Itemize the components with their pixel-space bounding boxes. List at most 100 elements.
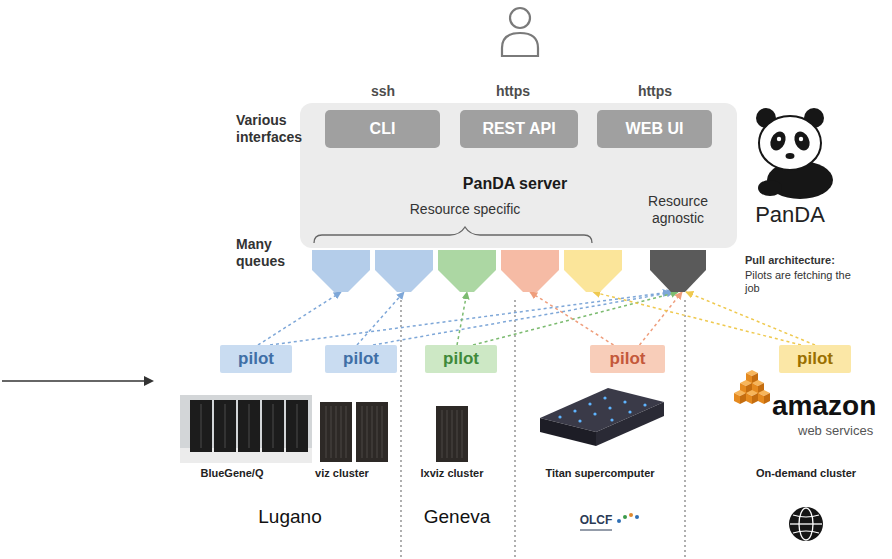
- blade-light: [558, 415, 561, 418]
- aws-cubes: [734, 370, 770, 404]
- globe-equator: [790, 523, 822, 524]
- label-slot: Pilots are fetching the job: [745, 269, 860, 295]
- region-title: PanDA server: [405, 174, 625, 193]
- label-slot: lxviz cluster: [410, 467, 494, 480]
- logo-text: OLCF: [566, 513, 626, 527]
- server-region: CLIREST APIWEB UIPanDA serverResource sp…: [300, 103, 737, 292]
- panda-paw: [758, 180, 782, 196]
- protocol-label: https: [478, 83, 548, 100]
- panda-logo: [756, 108, 833, 199]
- label-slot: viz cluster: [300, 467, 384, 480]
- logo-dot: [629, 513, 633, 517]
- pilot-box: pilot: [325, 345, 397, 373]
- cube-right: [752, 393, 758, 404]
- queue-label: Resource agnostic: [636, 193, 720, 227]
- cube-right: [740, 393, 746, 404]
- cube-right: [764, 393, 770, 404]
- logo-dot: [623, 515, 627, 519]
- label-slot: PanDA: [740, 202, 840, 228]
- side-label: Many queues: [236, 236, 296, 270]
- site-separators: [401, 300, 685, 559]
- pilot-box: pilot: [220, 345, 292, 373]
- protocol-label: https: [620, 83, 690, 100]
- note-text: Pilots are fetching the job: [745, 269, 860, 295]
- viz-cluster-racks: [320, 402, 388, 462]
- box-label: pilot: [238, 349, 274, 369]
- resource-caption: lxviz cluster: [410, 467, 494, 480]
- logo-text: amazon: [772, 389, 884, 423]
- protocol-label: ssh: [353, 83, 413, 100]
- titan-blade: [540, 388, 664, 446]
- job-queue: [564, 250, 622, 292]
- box-label: pilot: [610, 349, 646, 369]
- logo-rule: [580, 530, 612, 531]
- photo-room: [180, 395, 312, 463]
- blade-lights: [558, 396, 646, 422]
- blade-front: [540, 418, 596, 446]
- blade-light: [588, 402, 591, 405]
- bluegene-photo: [180, 395, 312, 463]
- blade-side: [596, 402, 664, 446]
- note-text: Pull architecture:: [745, 254, 885, 267]
- cube-left: [758, 393, 764, 404]
- label-slot: Lugano: [240, 506, 340, 529]
- fetch-connector: [640, 292, 683, 345]
- pointer-arrow: [2, 376, 154, 386]
- bracket-label: Resource specific: [365, 201, 565, 218]
- aws-cube: [746, 390, 758, 404]
- side-label: Various interfaces: [236, 112, 318, 146]
- blade-light: [610, 418, 613, 421]
- cube-left: [746, 393, 752, 404]
- fetch-connector: [686, 292, 815, 345]
- resource-caption: On-demand cluster: [741, 467, 871, 480]
- label-slot: Various interfaces: [236, 112, 318, 146]
- pointer-head: [144, 376, 154, 386]
- server-panel: [300, 103, 737, 248]
- text-slot: Resource specific: [365, 201, 565, 218]
- box-label: pilot: [343, 349, 379, 369]
- label-slot: OLCF: [566, 513, 626, 527]
- panda-eye-patch: [767, 129, 788, 153]
- interface-box: WEB UI: [597, 110, 712, 148]
- label-slot: BlueGene/Q: [182, 467, 282, 480]
- aws-cube: [734, 390, 746, 404]
- rack-vents: [442, 410, 462, 458]
- label-slot: https: [620, 83, 690, 100]
- panda-nose: [786, 153, 795, 159]
- panda-head: [759, 116, 821, 170]
- text-slot: Resource agnostic: [636, 193, 720, 227]
- blade-light: [578, 419, 581, 422]
- panda-eye-patch: [791, 129, 812, 153]
- fetch-connector: [373, 292, 674, 345]
- fetch-connector: [258, 292, 341, 345]
- pilot-box: pilot: [425, 345, 497, 373]
- blade-light: [573, 409, 576, 412]
- label-slot: web services: [798, 423, 884, 439]
- box-label: pilot: [797, 349, 833, 369]
- separator-line: [514, 300, 515, 559]
- user-body: [502, 33, 538, 56]
- job-queue: [650, 250, 706, 292]
- box-label: CLI: [370, 119, 396, 138]
- job-queue: [375, 250, 433, 292]
- pointer-line: [2, 380, 146, 382]
- label-slot: On-demand cluster: [741, 467, 871, 480]
- resource-caption: viz cluster: [300, 467, 384, 480]
- rack-vents: [326, 406, 382, 458]
- resource-caption: Titan supercomputer: [530, 467, 670, 480]
- site-name: Lugano: [240, 506, 340, 529]
- label-slot: Many queues: [236, 236, 296, 270]
- queue-bracket: [314, 227, 592, 243]
- text-slot: PanDA server: [405, 174, 625, 193]
- fetch-connector: [473, 292, 678, 345]
- fetch-connector: [457, 292, 467, 345]
- label-slot: ssh: [353, 83, 413, 100]
- blade-light: [643, 403, 646, 406]
- pilot-box: pilot: [779, 345, 851, 373]
- job-queue: [501, 250, 559, 292]
- rack-seams: [201, 404, 297, 448]
- aws-cube: [758, 390, 770, 404]
- lxviz-cluster-rack: [436, 406, 468, 462]
